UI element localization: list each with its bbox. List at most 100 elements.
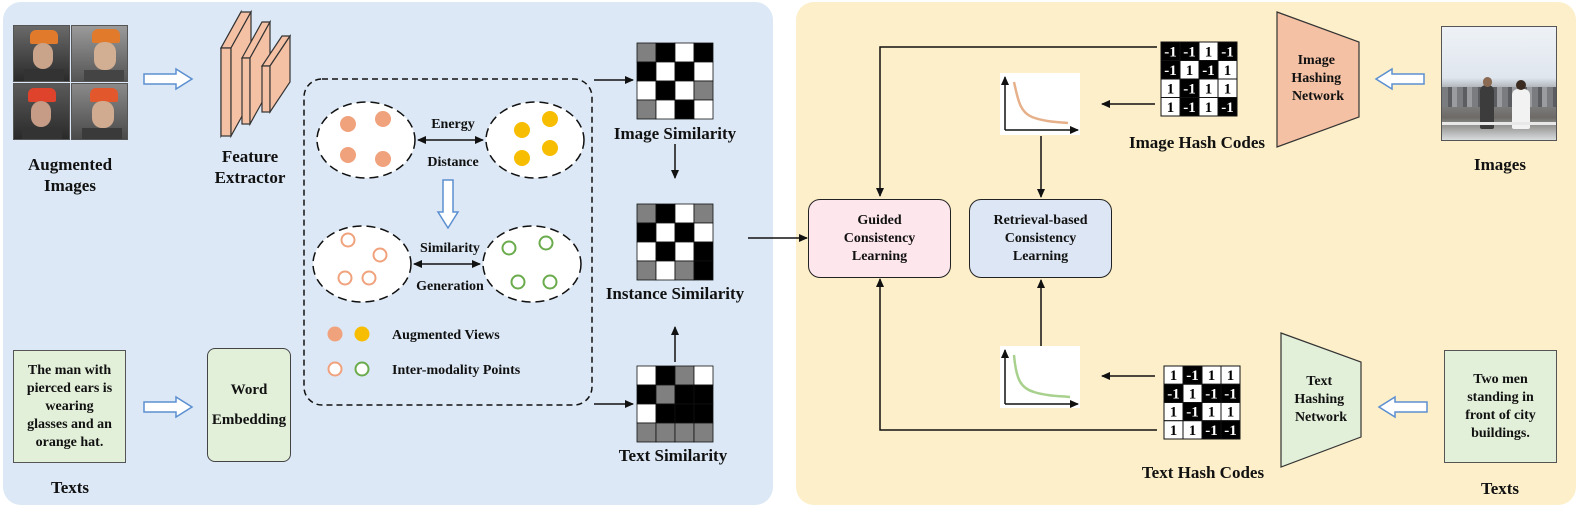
image-codes-to-guided-line: [876, 46, 1157, 197]
hash-code-cell: [1217, 97, 1238, 117]
matrix-cell: [674, 384, 695, 405]
hash-code-value: 1: [1208, 368, 1216, 384]
legend-augmented-views: Augmented Views: [392, 328, 500, 343]
inter-modality-ring: [337, 270, 353, 286]
matrix-cell: [655, 222, 676, 243]
hash-code-value: -1: [1183, 44, 1196, 60]
word-embedding-box: Word Embedding: [207, 348, 291, 462]
augmented-dot: [340, 116, 356, 132]
inter-modality-ring: [542, 274, 558, 290]
hash-code-value: 1: [1227, 405, 1235, 421]
text-hash-codes-label: Text Hash Codes: [1142, 463, 1265, 482]
hash-code-value: -1: [1183, 100, 1196, 116]
guided-consistency-learning-box: Guided Consistency Learning: [808, 199, 951, 278]
image-similarity-matrix: [636, 42, 714, 120]
matrix-cell: [674, 260, 695, 281]
matrix-cell: [693, 384, 714, 405]
hollow-arrow-images: [143, 67, 194, 91]
hash-code-value: 1: [1189, 423, 1197, 439]
hash-code-value: -1: [1205, 386, 1218, 402]
matrix-cell: [693, 61, 714, 82]
ellipse-augmented-left: [316, 101, 416, 179]
augmented-dot: [542, 140, 558, 156]
matrix-cell: [693, 403, 714, 424]
matrix-cell: [636, 203, 657, 224]
augmented-dot: [514, 150, 530, 166]
matrix-cell: [674, 42, 695, 63]
matrix-cell: [693, 260, 714, 281]
matrix-cell: [636, 260, 657, 281]
text-codes-to-guided-line: [876, 278, 1157, 431]
images-right-label: Images: [1474, 155, 1526, 174]
hash-code-value: -1: [1186, 368, 1199, 384]
hash-code-value: -1: [1224, 423, 1237, 439]
matrix-cell: [636, 80, 657, 101]
image-hash-codes-label: Image Hash Codes: [1129, 133, 1265, 152]
matrix-cell: [655, 61, 676, 82]
legend-green-ring: [354, 361, 370, 377]
hash-code-cell: [1220, 420, 1241, 440]
ellipse-inter-right: [482, 225, 582, 303]
hash-code-value: 1: [1205, 44, 1213, 60]
augmented-image-3: [13, 83, 70, 140]
ellipse-augmented-right: [485, 101, 585, 179]
hash-code-value: 1: [1186, 63, 1194, 79]
generation-label: Generation: [416, 279, 484, 294]
hash-code-value: -1: [1224, 386, 1237, 402]
matrix-cell: [674, 203, 695, 224]
matrix-cell: [655, 80, 676, 101]
legend-orange-ring: [327, 361, 343, 377]
matrix-cell: [693, 42, 714, 63]
inter-modality-ring: [501, 240, 517, 256]
augmented-images-label: Augmented Images: [27, 155, 113, 195]
image-hashing-network-label: Image Hashing Network: [1291, 53, 1344, 104]
legend-inter-modality: Inter-modality Points: [392, 363, 521, 378]
hollow-arrow-images-right: [1374, 67, 1425, 91]
matrix-cell: [655, 203, 676, 224]
matrix-cell: [655, 384, 676, 405]
inter-modality-ring: [510, 274, 526, 290]
hash-code-value: -1: [1164, 44, 1177, 60]
matrix-cell: [636, 42, 657, 63]
inter-modality-ring: [340, 232, 356, 248]
matrix-cell: [693, 241, 714, 262]
hash-code-value: 1: [1170, 368, 1178, 384]
inter-modality-ring: [538, 235, 554, 251]
matrix-cell: [655, 42, 676, 63]
augmented-dot: [375, 111, 391, 127]
hollow-arrow-down: [436, 179, 460, 230]
hash-code-value: 1: [1205, 100, 1213, 116]
matrix-cell: [693, 222, 714, 243]
matrix-cell: [674, 222, 695, 243]
matrix-cell: [674, 61, 695, 82]
matrix-cell: [674, 99, 695, 120]
matrix-cell: [655, 241, 676, 262]
matrix-cell: [636, 384, 657, 405]
matrix-cell: [693, 365, 714, 386]
augmented-dot: [542, 111, 558, 127]
augmented-image-1: [13, 25, 70, 82]
hash-code-value: -1: [1221, 44, 1234, 60]
texts-left-label: Texts: [50, 478, 90, 497]
inter-modality-ring: [372, 247, 388, 263]
ellipse-inter-left: [312, 225, 412, 303]
hollow-arrow-texts-right: [1377, 395, 1428, 419]
hollow-arrow-texts: [143, 395, 194, 419]
text-hashing-network-label: Text Hashing Network: [1294, 374, 1347, 425]
legend-yellow-dot: [354, 326, 370, 342]
augmented-image-2: [71, 25, 128, 82]
hash-code-value: 1: [1167, 100, 1175, 116]
matrix-cell: [674, 422, 695, 443]
left-text-box: The man with pierced ears is wearing gla…: [13, 350, 126, 463]
distance-label: Distance: [427, 155, 478, 170]
instance-similarity-matrix: [636, 203, 714, 281]
matrix-cell: [655, 365, 676, 386]
hash-code-value: 1: [1208, 405, 1216, 421]
hash-code-value: -1: [1186, 405, 1199, 421]
matrix-cell: [655, 99, 676, 120]
texts-right-label: Texts: [1481, 479, 1519, 498]
energy-label: Energy: [431, 117, 475, 132]
hash-code-value: -1: [1205, 423, 1218, 439]
